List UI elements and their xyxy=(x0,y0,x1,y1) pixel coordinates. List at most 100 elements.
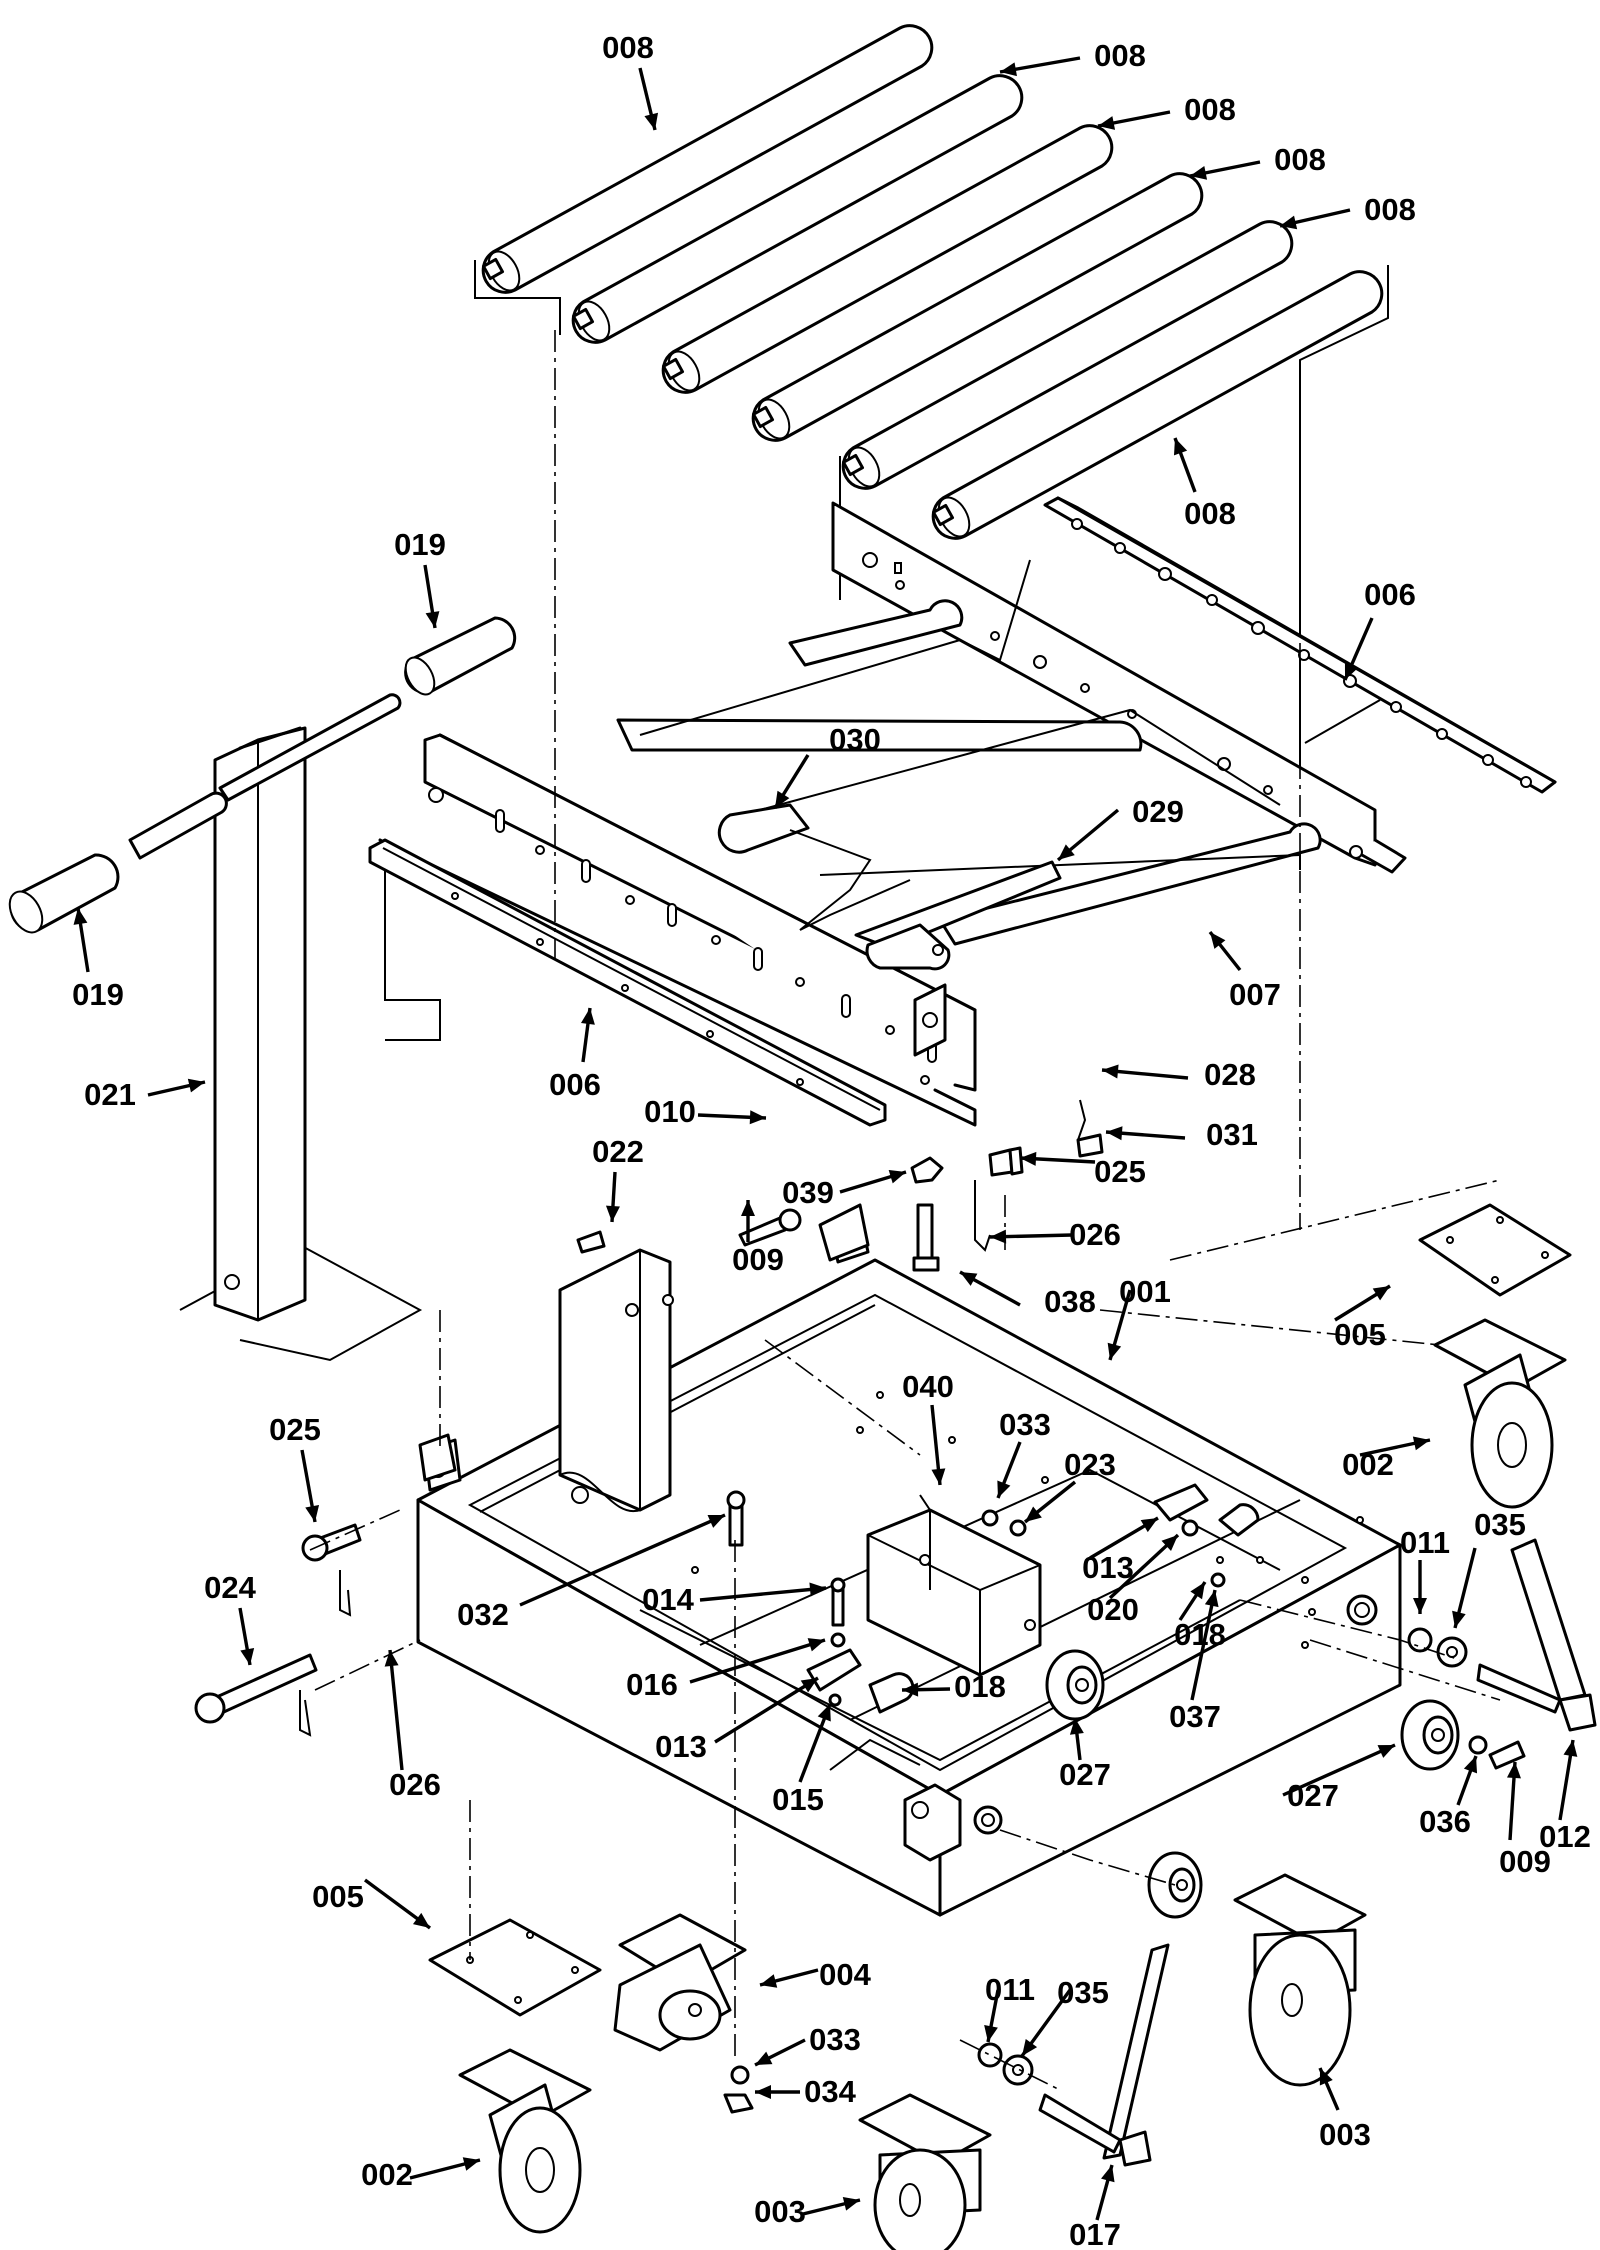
base-frame xyxy=(416,1213,1402,1917)
callout-002-right: 002 xyxy=(1342,1447,1394,1482)
arrowhead xyxy=(1452,1610,1466,1628)
lever-017 xyxy=(1038,1943,1170,2167)
callout-002-left: 002 xyxy=(361,2157,413,2192)
handle-bar xyxy=(8,616,517,934)
arrowhead xyxy=(412,1912,430,1928)
leader-line xyxy=(519,1513,726,1607)
arrowhead xyxy=(775,790,790,808)
arrowhead xyxy=(1372,1286,1390,1301)
callout-003-left: 003 xyxy=(754,2194,806,2229)
arrowhead xyxy=(960,1272,978,1286)
caster-002-right xyxy=(1433,1318,1567,1509)
roller-6 xyxy=(931,270,1384,540)
arrowhead xyxy=(888,1169,906,1184)
arrowhead xyxy=(1344,662,1358,680)
arrowhead xyxy=(1161,1535,1178,1552)
callout-005-bottom: 005 xyxy=(312,1879,364,1914)
leader-line xyxy=(699,1586,827,1602)
hardware xyxy=(194,1099,1526,2114)
callout-029: 029 xyxy=(1132,794,1184,829)
callout-003-right: 003 xyxy=(1319,2117,1371,2152)
caster-004-brake xyxy=(613,1913,747,2052)
arrowhead xyxy=(749,1110,766,1125)
callout-026-left: 026 xyxy=(389,1767,441,1802)
callout-020: 020 xyxy=(1087,1592,1139,1627)
callout-024: 024 xyxy=(204,1570,256,1605)
center-lines xyxy=(309,330,1501,2091)
arrowhead xyxy=(1319,2068,1333,2086)
callout-037: 037 xyxy=(1169,1699,1221,1734)
arrowhead xyxy=(984,2024,998,2042)
roller-3 xyxy=(661,124,1114,394)
arrowhead xyxy=(902,1682,919,1697)
arrowhead xyxy=(73,908,88,925)
leader-line xyxy=(388,1649,404,1771)
arrowhead xyxy=(1506,1762,1521,1779)
arrowhead xyxy=(1204,1590,1219,1608)
arrowhead xyxy=(644,112,659,130)
arrowhead xyxy=(605,1205,620,1222)
arrowhead xyxy=(741,1200,755,1216)
arrowhead xyxy=(1563,1740,1578,1757)
callout-025-top: 025 xyxy=(1094,1154,1146,1189)
arrowhead xyxy=(462,2157,480,2171)
arrowhead xyxy=(240,1648,255,1665)
callout-008-f: 008 xyxy=(1184,496,1236,531)
arrowhead xyxy=(842,2197,860,2211)
roller-4 xyxy=(751,172,1204,442)
roller-5 xyxy=(841,220,1294,490)
callout-013-left: 013 xyxy=(655,1729,707,1764)
callout-006-right: 006 xyxy=(1364,577,1416,612)
callout-008-e: 008 xyxy=(1364,192,1416,227)
arrowhead xyxy=(809,1582,826,1597)
lever-012 xyxy=(1476,1538,1597,1732)
arrowhead xyxy=(1377,1745,1395,1758)
callout-023: 023 xyxy=(1064,1447,1116,1482)
conveyor-frame xyxy=(378,501,1407,1127)
callout-011-right: 011 xyxy=(1400,1525,1450,1560)
callout-016: 016 xyxy=(626,1667,678,1702)
arrowhead xyxy=(1173,438,1188,456)
callout-030: 030 xyxy=(829,722,881,757)
callout-009-bottom: 009 xyxy=(1499,1844,1551,1879)
arrowhead xyxy=(760,1974,778,1988)
arrowhead xyxy=(1022,2038,1038,2056)
callout-032: 032 xyxy=(457,1597,509,1632)
arrowhead xyxy=(807,1638,825,1652)
callout-034: 034 xyxy=(804,2074,856,2109)
callout-018-left: 018 xyxy=(954,1669,1006,1704)
callout-015: 015 xyxy=(772,1782,824,1817)
plates-005 xyxy=(428,1203,1572,2017)
arrowhead xyxy=(1101,2165,1115,2183)
caster-003-right xyxy=(1233,1873,1367,2087)
arrowhead xyxy=(1106,1126,1123,1141)
cam-lever-030 xyxy=(717,803,911,931)
callout-031: 031 xyxy=(1206,1117,1258,1152)
callout-028: 028 xyxy=(1204,1057,1256,1092)
callout-014: 014 xyxy=(642,1582,694,1617)
arrowhead xyxy=(581,1008,595,1025)
callout-039: 039 xyxy=(782,1175,834,1210)
callout-018-right: 018 xyxy=(1174,1617,1226,1652)
arrowhead xyxy=(1413,1598,1427,1614)
arrowhead xyxy=(1069,1718,1084,1735)
callout-010: 010 xyxy=(644,1094,696,1129)
callout-008-b: 008 xyxy=(1094,38,1146,73)
callout-001: 001 xyxy=(1119,1274,1171,1309)
callout-008-d: 008 xyxy=(1274,142,1326,177)
arrowhead xyxy=(817,1704,831,1722)
arrowhead xyxy=(1102,1064,1119,1079)
arrowhead xyxy=(1140,1518,1158,1533)
arrowhead xyxy=(1020,1151,1037,1166)
callout-013-right: 013 xyxy=(1082,1550,1134,1585)
leader-line xyxy=(689,1638,826,1684)
callout-012: 012 xyxy=(1539,1819,1591,1854)
leader-line xyxy=(1190,1589,1217,1701)
arrowhead xyxy=(997,1480,1011,1498)
arrowhead xyxy=(1000,62,1017,77)
leader-line xyxy=(1282,1743,1396,1797)
leader-line xyxy=(714,1676,819,1744)
callout-035-right: 035 xyxy=(1474,1507,1526,1542)
roller-1 xyxy=(481,24,934,294)
